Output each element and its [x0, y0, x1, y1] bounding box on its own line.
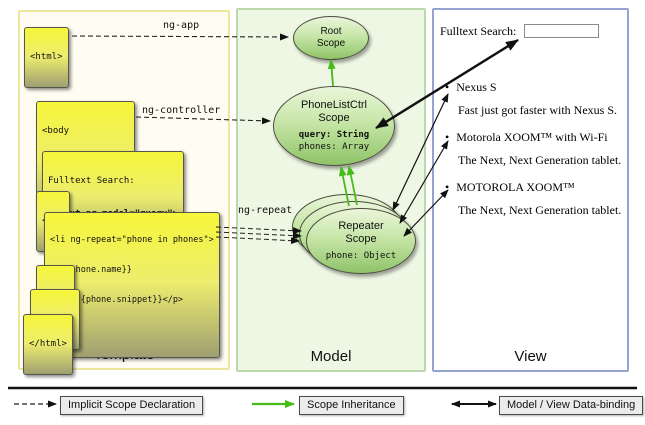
bullet-icon: • [445, 180, 450, 194]
phone-snippet: Fast just got faster with Nexus S. [458, 103, 617, 117]
legend-implicit-scope: Implicit Scope Declaration [60, 396, 204, 415]
phone-name-row: • Motorola XOOM™ with Wi-Fi [445, 130, 623, 144]
scope-name: Scope [345, 233, 377, 245]
ng-controller-label: ng-controller [142, 105, 221, 116]
scope-property-query: query: String [298, 130, 370, 140]
legend-data-binding: Model / View Data-binding [499, 396, 644, 415]
phonelistctrl-scope-ellipse: PhoneListCtrl Scope query: String phones… [273, 86, 395, 166]
scope-name: Scope [318, 112, 350, 124]
scope-name: PhoneListCtrl [300, 99, 368, 111]
phone-name-row: • MOTOROLA XOOM™ [445, 180, 623, 194]
phone-name: Motorola XOOM™ with Wi-Fi [456, 130, 608, 144]
code-line: <p>{{phone.snippet}}</p> [50, 295, 184, 305]
model-panel-label: Model [310, 348, 352, 365]
root-scope-ellipse: Root Scope [293, 16, 369, 60]
code-line: <li ng-repeat="phone in phones"> [50, 235, 214, 245]
view-search-label: Fulltext Search: [440, 24, 517, 38]
list-item: • Nexus S Fast just got faster with Nexus… [445, 80, 623, 117]
scope-property-phones: phones: Array [298, 142, 370, 152]
scope-name: Scope [316, 38, 346, 49]
phone-name: MOTOROLA XOOM™ [456, 180, 575, 194]
code-line: {{phone.name}} [50, 265, 132, 275]
code-line: <body [42, 126, 70, 136]
phone-name: Nexus S [456, 80, 497, 94]
scope-name: Root [320, 26, 342, 37]
ng-repeat-label: ng-repeat [238, 205, 293, 216]
view-panel-label: View [514, 348, 547, 365]
scope-name: Repeater [338, 220, 384, 232]
legend-scope-inheritance: Scope Inheritance [299, 396, 404, 415]
phone-name-row: • Nexus S [445, 80, 623, 94]
bullet-icon: • [445, 80, 450, 94]
list-item: • Motorola XOOM™ with Wi-Fi The Next, Nex… [445, 130, 623, 167]
code-html-open: <html> [24, 27, 69, 88]
phone-snippet: The Next, Next Generation tablet. [458, 203, 622, 217]
bullet-icon: • [445, 130, 450, 144]
code-line: <html> [30, 52, 63, 62]
view-search-input[interactable] [524, 24, 599, 38]
scope-property-phone: phone: Object [325, 251, 397, 261]
code-line: </html> [29, 339, 67, 349]
code-html-close: </html> [23, 314, 73, 375]
ng-app-label: ng-app [163, 20, 200, 31]
phone-snippet: The Next, Next Generation tablet. [458, 153, 622, 167]
code-line: Fulltext Search: [48, 176, 135, 186]
phone-list: • Nexus S Fast just got faster with Nexus… [445, 80, 623, 230]
model-panel: Model [236, 8, 426, 372]
list-item: • MOTOROLA XOOM™ The Next, Next Generatio… [445, 180, 623, 217]
repeater-scope-ellipse-front: Repeater Scope phone: Object [306, 208, 416, 274]
